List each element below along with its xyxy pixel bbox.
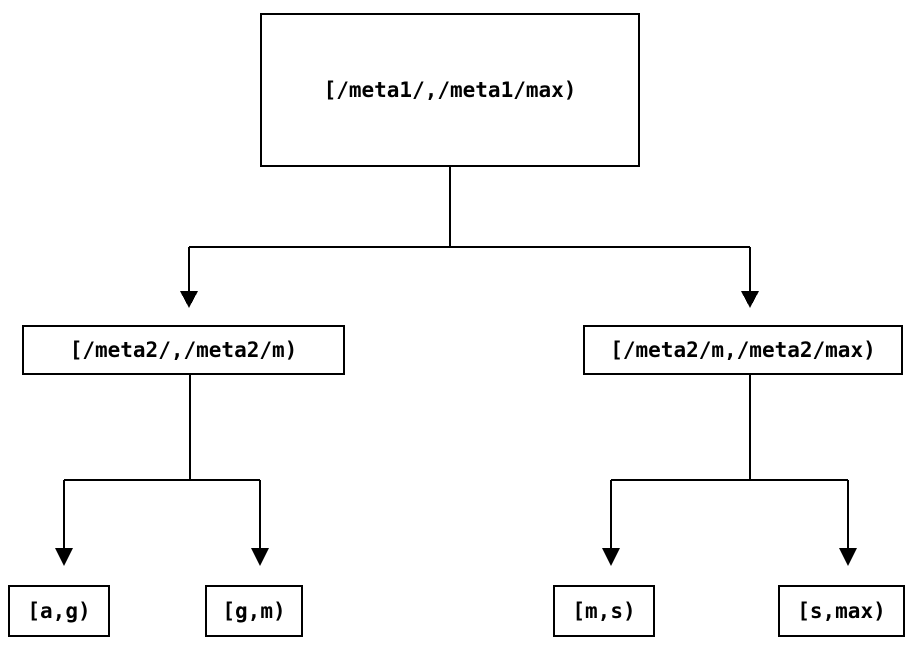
tree-node-leaf-smax: [s,max) [778,585,905,637]
arrowhead-down-icon [602,548,620,566]
node-label-leaf-smax: [s,max) [797,598,886,623]
arrowhead-down-icon [839,548,857,566]
arrowhead-down-icon [55,548,73,566]
node-label-leaf-ag: [a,g) [27,598,91,623]
node-label-meta2-low: [/meta2/,/meta2/m) [69,337,298,362]
node-label-leaf-ms: [m,s) [572,598,636,623]
tree-node-leaf-ms: [m,s) [553,585,655,637]
tree-node-leaf-ag: [a,g) [8,585,110,637]
tree-node-meta2-high: [/meta2/m,/meta2/max) [583,325,903,375]
tree-node-leaf-gm: [g,m) [205,585,303,637]
tree-node-root: [/meta1/,/meta1/max) [260,13,640,167]
node-label-meta2-high: [/meta2/m,/meta2/max) [610,337,876,362]
node-label-leaf-gm: [g,m) [222,598,286,623]
arrowhead-down-icon [741,291,759,308]
arrowhead-down-icon [180,291,198,308]
node-label-root: [/meta1/,/meta1/max) [323,77,577,102]
tree-node-meta2-low: [/meta2/,/meta2/m) [22,325,345,375]
arrowhead-down-icon [251,548,269,566]
